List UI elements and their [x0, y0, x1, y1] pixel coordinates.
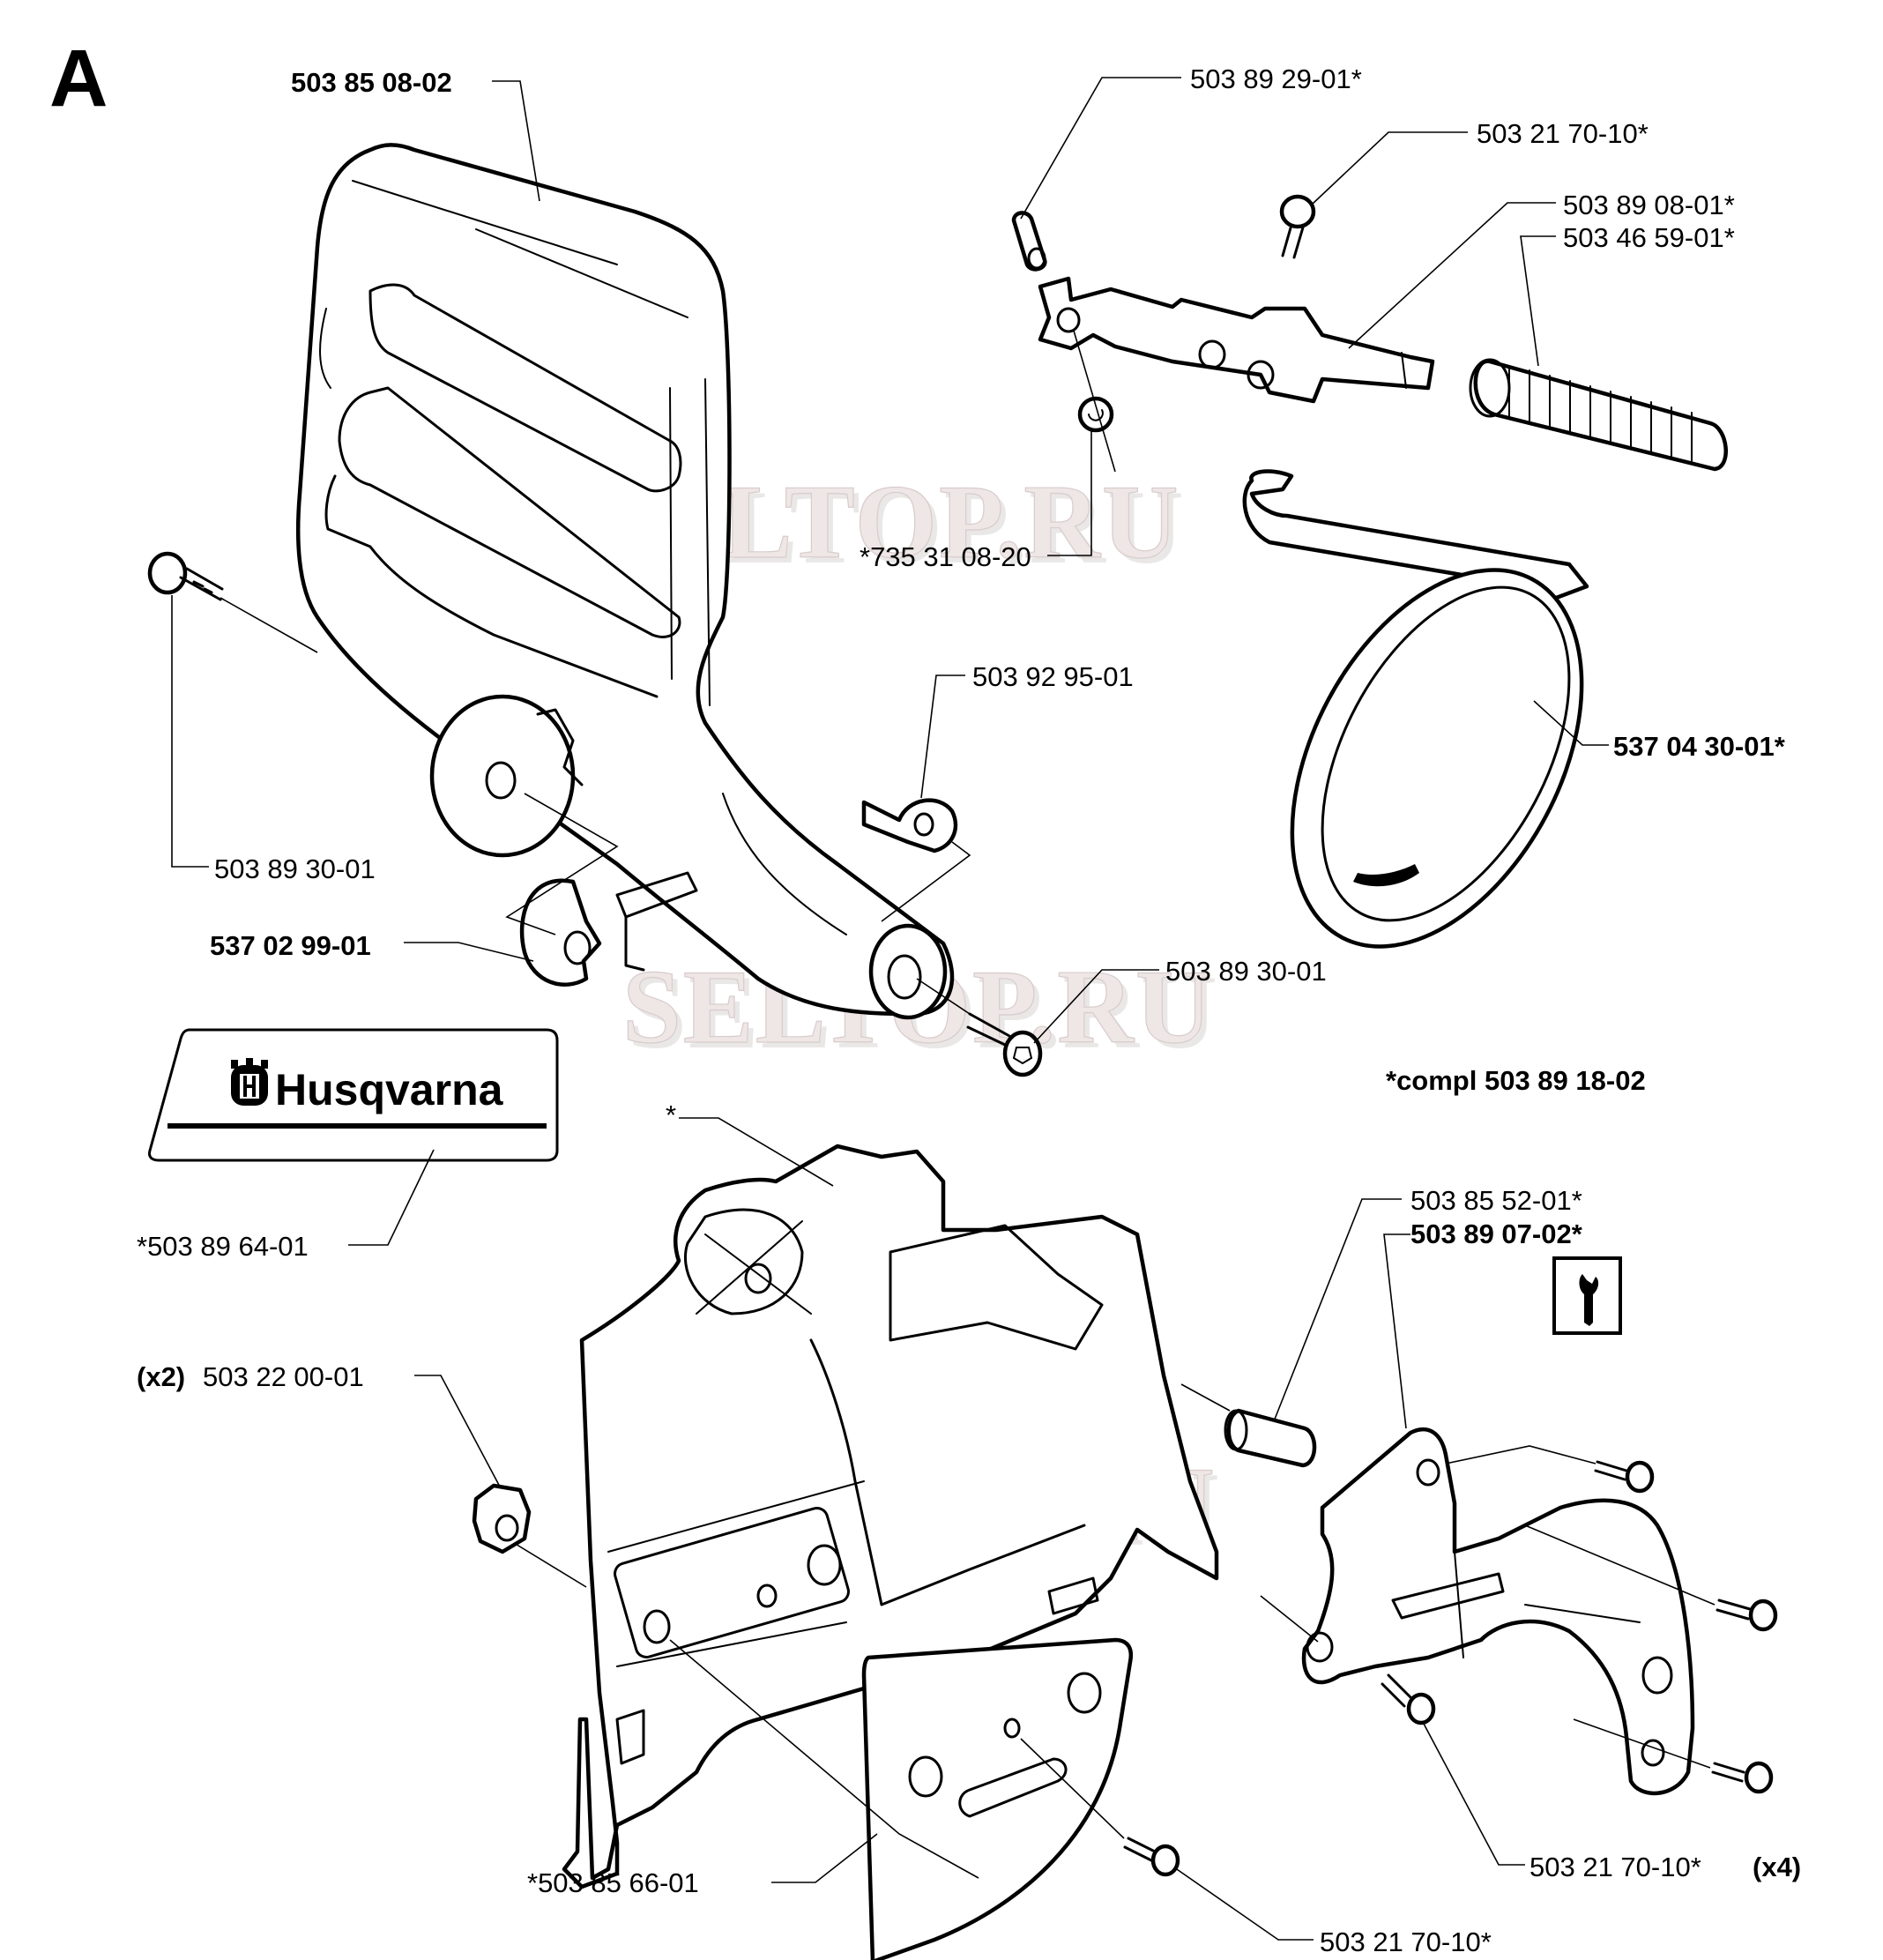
leader-line — [1033, 969, 1159, 1044]
leader-line — [1445, 1445, 1596, 1464]
part-label-chain-catcher-cover[interactable]: 503 89 07-02* — [1410, 1218, 1583, 1249]
leader-line — [1260, 1595, 1319, 1643]
brake-band-part[interactable] — [1232, 469, 1641, 995]
chain-catcher-cover-part[interactable] — [1301, 1427, 1695, 1796]
part-label-pin[interactable]: 503 89 29-01* — [1190, 63, 1362, 94]
screw-bottom-part[interactable] — [1123, 1837, 1180, 1877]
section-letter: A — [49, 34, 108, 123]
svg-text:503 21 70-10*: 503 21 70-10* — [1529, 1852, 1701, 1882]
leader-line — [492, 80, 540, 202]
svg-text:503 22 00-01: 503 22 00-01 — [203, 1361, 364, 1392]
leader-line — [1533, 700, 1609, 746]
part-label-brake-band[interactable]: 537 04 30-01* — [1613, 731, 1786, 762]
screw-catcher-1[interactable] — [1594, 1460, 1655, 1494]
part-label-circlip[interactable]: *735 31 08-20 — [860, 541, 1031, 572]
leader-line — [1520, 235, 1556, 367]
husqvarna-crown-icon — [231, 1058, 268, 1106]
leader-line — [1348, 202, 1556, 349]
screw-catcher-4[interactable] — [1711, 1761, 1774, 1794]
screw-catcher-2[interactable] — [1716, 1599, 1778, 1632]
husqvarna-logo: Husqvarna — [275, 1065, 504, 1114]
part-label-screw-bottom[interactable]: 503 21 70-10* — [1320, 1926, 1492, 1957]
leader-line — [1311, 131, 1468, 205]
leader-line — [1020, 77, 1181, 220]
svg-text:(x2): (x2) — [137, 1361, 185, 1392]
part-label-decal[interactable]: *503 89 64-01 — [137, 1231, 309, 1262]
part-label-brake-lever[interactable]: 503 89 08-01* — [1563, 190, 1735, 220]
leader-line — [1173, 1867, 1314, 1941]
leader-line — [771, 1833, 878, 1883]
bar-plate-part[interactable] — [861, 1637, 1133, 1960]
leader-line — [414, 1375, 502, 1489]
leader-line — [171, 595, 209, 868]
nut-part[interactable] — [472, 1483, 532, 1554]
leader-line — [669, 1639, 979, 1879]
clutch-cover-part[interactable] — [562, 1144, 1219, 1889]
circlip-part[interactable] — [1077, 396, 1114, 433]
leader-line — [1423, 1723, 1525, 1866]
part-label-cover[interactable]: * — [666, 1099, 676, 1130]
leader-line — [1383, 1233, 1410, 1429]
screw-catcher-3[interactable] — [1381, 1673, 1436, 1725]
hand-guard-part[interactable] — [295, 143, 955, 1020]
screw-left-part[interactable] — [147, 551, 224, 601]
leader-line — [679, 1117, 834, 1187]
leader-line — [404, 942, 534, 962]
part-label-bar-plate[interactable]: *503 85 66-01 — [527, 1867, 699, 1898]
screw-top-part[interactable] — [1279, 194, 1316, 259]
leader-line — [220, 597, 318, 653]
part-label-screw-right[interactable]: 503 89 30-01 — [1165, 956, 1327, 987]
bushing-part[interactable] — [1224, 1408, 1317, 1468]
part-label-spring[interactable]: 503 46 59-01* — [1563, 222, 1735, 253]
spring-part[interactable] — [1469, 358, 1728, 472]
leader-line — [1073, 330, 1116, 473]
part-label-bushing[interactable]: 503 85 52-01* — [1410, 1185, 1582, 1216]
part-label-screw-left[interactable]: 503 89 30-01 — [214, 853, 376, 884]
part-label-washer[interactable]: 537 02 99-01 — [210, 930, 371, 961]
leader-line — [916, 978, 971, 1015]
leader-line — [1047, 430, 1092, 556]
washer-part[interactable] — [519, 878, 602, 987]
screw-right-part[interactable] — [966, 1012, 1043, 1077]
part-label-retainer[interactable]: 503 92 95-01 — [972, 661, 1134, 692]
leader-line — [513, 1542, 587, 1588]
part-label-screws-x4[interactable]: 503 21 70-10* (x4) — [1529, 1852, 1801, 1882]
leader-line — [1273, 1198, 1402, 1422]
wrench-icon — [1552, 1256, 1622, 1335]
leader-line — [1020, 1738, 1125, 1839]
husqvarna-decal-part[interactable]: Husqvarna — [148, 1028, 559, 1162]
part-label-nut[interactable]: (x2) 503 22 00-01 — [137, 1361, 364, 1392]
leader-line — [1524, 1524, 1716, 1606]
leader-line — [1573, 1718, 1711, 1769]
leader-line — [1180, 1383, 1231, 1412]
part-label-screw-top[interactable]: 503 21 70-10* — [1477, 118, 1649, 149]
leader-line — [881, 841, 971, 922]
pin-part[interactable] — [1011, 211, 1047, 272]
leader-line — [505, 793, 619, 935]
leader-line — [920, 674, 965, 799]
compl-note: *compl 503 89 18-02 — [1386, 1065, 1646, 1096]
retainer-part[interactable] — [861, 798, 958, 853]
leader-line — [348, 1149, 435, 1246]
part-label-hand-guard[interactable]: 503 85 08-02 — [291, 67, 452, 98]
brake-lever-part[interactable] — [1038, 276, 1435, 404]
svg-text:(x4): (x4) — [1753, 1852, 1801, 1882]
